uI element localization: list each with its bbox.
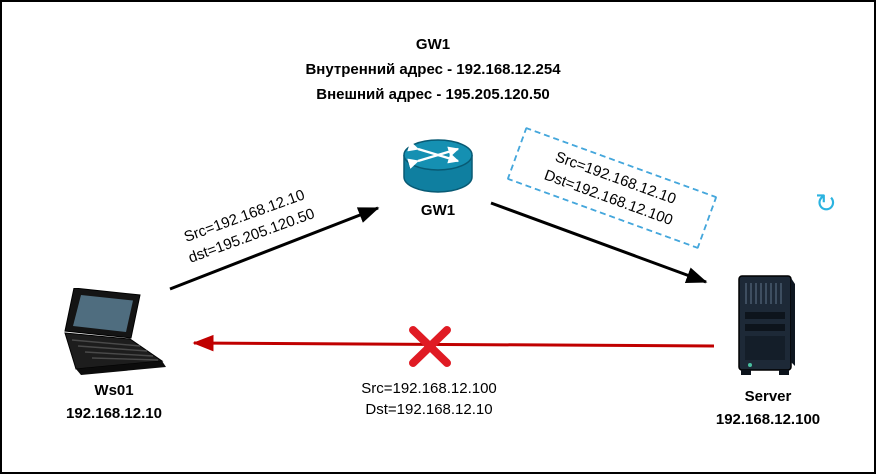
workstation-ip: 192.168.12.10 <box>66 405 162 422</box>
arrow-gw-to-server <box>490 201 708 284</box>
blocked-x-icon <box>409 326 451 367</box>
flow-server-to-ws-dst: Dst=192.168.12.10 <box>365 401 493 418</box>
gateway-title: GW1 <box>415 36 451 53</box>
gateway-internal-address: Внутренний адрес - 192.168.12.254 <box>305 61 561 78</box>
flow-label-server-to-ws: Src=192.168.12.100 Dst=192.168.12.10 <box>324 378 534 420</box>
server-icon <box>738 275 795 375</box>
server-ip: 192.168.12.100 <box>715 411 821 428</box>
server-label: Server 192.168.12.100 <box>688 385 848 431</box>
flow-server-to-ws-src: Src=192.168.12.100 <box>361 380 497 397</box>
arrow-ws-to-gw <box>169 206 380 291</box>
router-name-label: GW1 <box>420 202 456 219</box>
gateway-info: GW1 Внутренний адрес - 192.168.12.254 Вн… <box>2 32 864 107</box>
gateway-external-address: Внешний адрес - 195.205.120.50 <box>316 86 550 103</box>
rotate-icon[interactable]: ↻ <box>815 188 837 218</box>
router-icon <box>403 139 473 193</box>
laptop-icon <box>64 288 166 375</box>
arrow-server-to-ws-blocked <box>192 334 715 352</box>
server-name: Server <box>744 388 792 405</box>
workstation-label: Ws01 192.168.12.10 <box>34 379 194 425</box>
workstation-name: Ws01 <box>94 382 134 399</box>
